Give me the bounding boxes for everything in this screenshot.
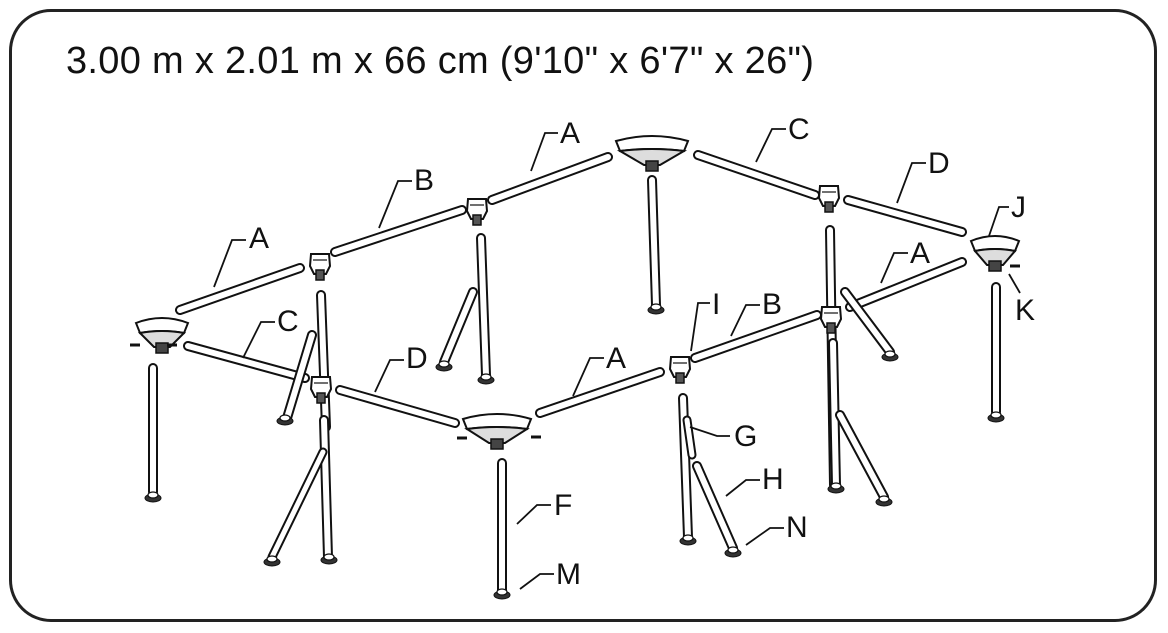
label-c: C [788, 113, 810, 146]
tube-a-front [535, 367, 665, 418]
leader-h [725, 479, 760, 497]
leader-b [378, 180, 412, 229]
leader-c [755, 128, 786, 163]
label-d: D [928, 147, 950, 180]
foot-6 [679, 534, 697, 546]
corner-front [461, 413, 533, 450]
tube-a-right [845, 257, 967, 312]
foot-9 [276, 414, 294, 426]
label-j: J [1011, 191, 1026, 224]
label-m: M [556, 558, 581, 591]
brace-left [282, 330, 317, 423]
leader-k [1008, 273, 1021, 294]
corner-back [614, 135, 690, 172]
tube-a-left [175, 263, 305, 315]
foot-3 [987, 411, 1005, 423]
foot-5 [493, 588, 511, 600]
corner-j [969, 235, 1021, 272]
label-n: N [786, 511, 808, 544]
label-a: A [910, 237, 930, 270]
foot-4 [320, 553, 338, 565]
frame-parts [130, 135, 1021, 600]
tube-d-front [335, 385, 460, 428]
t-joint-front-right [819, 306, 843, 334]
leader-a [572, 357, 604, 397]
corner-left [134, 317, 190, 354]
leader-n [745, 527, 784, 546]
label-a: A [560, 117, 580, 150]
leader-c [242, 321, 275, 359]
tube-b-left [330, 205, 467, 257]
label-c: C [277, 305, 299, 338]
label-d: D [406, 342, 428, 375]
foot-1 [477, 373, 495, 385]
foot-7 [827, 482, 845, 494]
leg-front-left-lower [319, 415, 333, 562]
label-a: A [249, 222, 269, 255]
label-i: I [712, 288, 720, 321]
dimensions-title: 3.00 m x 2.01 m x 66 cm (9'10" x 6'7" x … [66, 40, 815, 82]
t-joint-back [465, 198, 489, 226]
leg-back-center [647, 175, 661, 310]
foot-8 [435, 360, 453, 372]
tube-a-back [487, 152, 613, 205]
t-joint-back-right [817, 185, 841, 213]
tube-c-front [183, 341, 310, 383]
brace-right-lower [835, 410, 889, 502]
leader-a [530, 132, 558, 172]
brace-right-a [840, 287, 895, 357]
t-joint-left [308, 253, 332, 281]
leader-i [690, 302, 710, 352]
foot-2 [647, 303, 665, 315]
leader-j [988, 206, 1009, 237]
foot-0 [144, 491, 162, 503]
leader-a [213, 239, 246, 288]
diagram-frame [9, 9, 1157, 622]
label-h: H [762, 463, 784, 496]
label-b: B [762, 288, 782, 321]
label-k: K [1015, 294, 1035, 327]
label-b: B [414, 164, 434, 197]
leg-front-left [316, 290, 331, 432]
leader-f [516, 504, 551, 525]
leader-b [730, 304, 760, 337]
brace-front-left [267, 447, 328, 562]
brace-h [692, 461, 738, 553]
leg-right-front [828, 338, 841, 490]
foot-11 [724, 546, 742, 558]
tube-b-front [690, 310, 822, 363]
foot-10 [263, 555, 281, 567]
leader-d [374, 359, 404, 393]
tube-d-right [843, 195, 967, 237]
t-joint-i [668, 356, 692, 384]
leader-d [896, 162, 926, 204]
brace-back-mid [439, 287, 478, 367]
label-f: F [554, 489, 572, 522]
label-g: G [734, 420, 757, 453]
leader-g [689, 426, 730, 437]
leader-a [880, 252, 908, 284]
tube-c-back [693, 150, 820, 200]
brace-g [682, 415, 697, 460]
label-a: A [606, 342, 626, 375]
leg-back-mid [476, 233, 491, 380]
foot-13 [875, 495, 893, 507]
foot-12 [881, 350, 899, 362]
leader-m [519, 573, 554, 590]
t-joint-front-left [309, 376, 333, 404]
part-labels: A B A C D J A K I B C D A GH F N M [213, 113, 1035, 591]
